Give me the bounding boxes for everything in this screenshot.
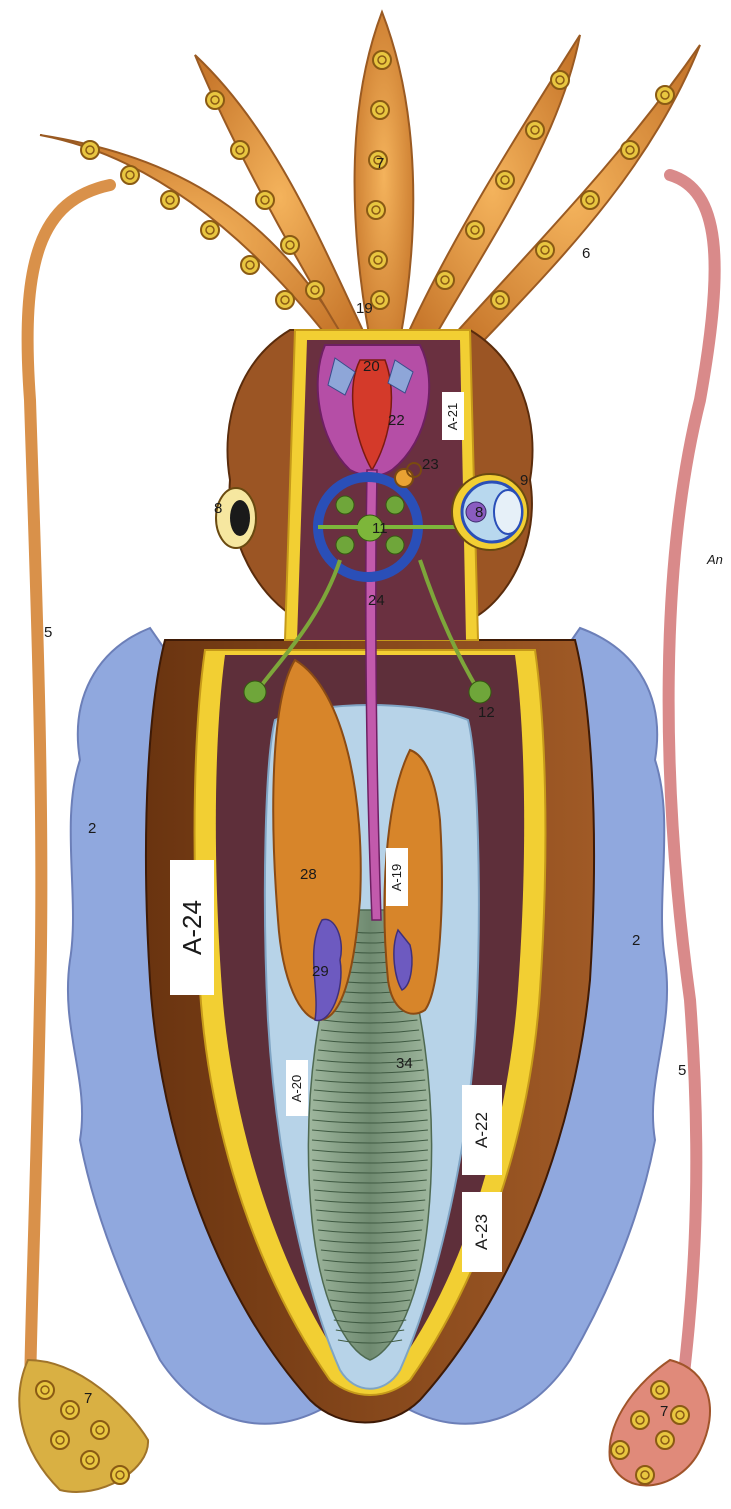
sucker — [656, 86, 674, 104]
label-28: 28 — [300, 866, 317, 883]
label-7-left: 7 — [84, 1390, 92, 1407]
sucker — [536, 241, 554, 259]
sucker — [81, 1451, 99, 1469]
label-8-right: 8 — [475, 504, 483, 521]
sucker — [231, 141, 249, 159]
sucker — [36, 1381, 54, 1399]
label-8-left: 8 — [214, 500, 222, 517]
sucker — [121, 166, 139, 184]
sucker — [367, 201, 385, 219]
label-9: 9 — [520, 472, 528, 489]
sucker — [276, 291, 294, 309]
label-24: 24 — [368, 592, 385, 609]
sucker — [369, 251, 387, 269]
eye-left — [216, 488, 256, 548]
stellate-ganglion-right — [469, 681, 491, 703]
sucker — [81, 141, 99, 159]
club-right — [610, 1360, 710, 1485]
eye-right-section — [452, 474, 528, 550]
tag-a22: A-22 — [462, 1085, 502, 1175]
sucker — [61, 1401, 79, 1419]
sucker — [91, 1421, 109, 1439]
label-12: 12 — [478, 704, 495, 721]
label-34: 34 — [396, 1055, 413, 1072]
sucker — [306, 281, 324, 299]
tag-a23-text: A-23 — [472, 1214, 492, 1250]
sucker — [656, 1431, 674, 1449]
tag-a20: A-20 — [286, 1060, 308, 1116]
sucker — [636, 1466, 654, 1484]
tag-a22-text: A-22 — [472, 1112, 492, 1148]
label-7-top: 7 — [376, 155, 384, 172]
sucker — [256, 191, 274, 209]
sucker — [371, 291, 389, 309]
sucker — [371, 101, 389, 119]
tentacle-right — [669, 175, 715, 1410]
sucker — [611, 1441, 629, 1459]
stellate-ganglion-left — [244, 681, 266, 703]
sucker — [621, 141, 639, 159]
sucker — [491, 291, 509, 309]
label-6: 6 — [582, 245, 590, 262]
sucker — [436, 271, 454, 289]
label-11: 11 — [372, 520, 388, 537]
label-2-left: 2 — [88, 820, 96, 837]
label-22: 22 — [388, 412, 405, 429]
tag-a24-text: A-24 — [177, 900, 208, 955]
tag-a21: A-21 — [442, 392, 464, 440]
label-20: 20 — [363, 358, 380, 375]
label-5-right: 5 — [678, 1062, 686, 1079]
tag-a24: A-24 — [170, 860, 214, 995]
label-5-left: 5 — [44, 624, 52, 641]
tag-a19-text: A-19 — [390, 863, 405, 890]
sucker — [671, 1406, 689, 1424]
sucker — [581, 191, 599, 209]
label-7-right: 7 — [660, 1403, 668, 1420]
sucker — [241, 256, 259, 274]
sucker — [161, 191, 179, 209]
sucker — [466, 221, 484, 239]
sucker — [551, 71, 569, 89]
sucker — [206, 91, 224, 109]
sucker — [111, 1466, 129, 1484]
tag-a23: A-23 — [462, 1192, 502, 1272]
label-29: 29 — [312, 963, 329, 980]
sucker — [281, 236, 299, 254]
sucker — [373, 51, 391, 69]
label-23: 23 — [422, 456, 439, 473]
label-2-right: 2 — [632, 932, 640, 949]
sucker — [201, 221, 219, 239]
tag-a21-text: A-21 — [446, 402, 461, 429]
sucker — [631, 1411, 649, 1429]
sucker — [526, 121, 544, 139]
sucker — [496, 171, 514, 189]
tag-a20-text: A-20 — [290, 1074, 305, 1101]
sucker — [651, 1381, 669, 1399]
cutoff-caption: An — [707, 552, 723, 567]
tag-a19: A-19 — [386, 848, 408, 906]
label-19: 19 — [356, 300, 373, 317]
sucker — [51, 1431, 69, 1449]
